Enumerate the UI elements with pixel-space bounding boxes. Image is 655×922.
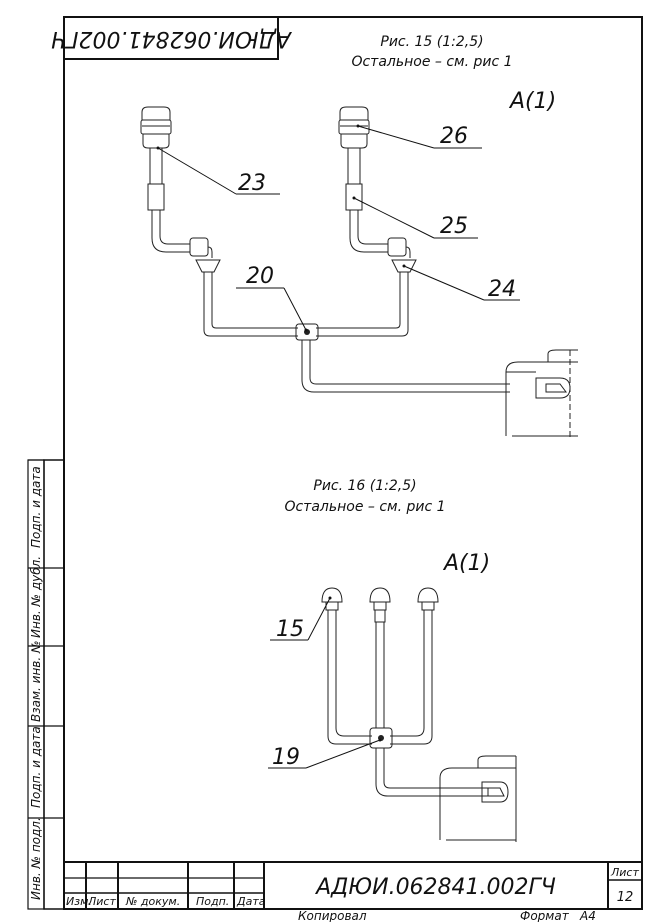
fig16-callouts: 15 19 — [268, 596, 382, 770]
fig15-reservoir — [505, 349, 578, 440]
callout-24: 24 — [488, 277, 516, 302]
format-label: Формат — [520, 909, 570, 922]
side-strip — [43, 459, 65, 910]
tb-header-izm: Изм. — [66, 895, 92, 908]
callout-15: 15 — [276, 617, 304, 642]
fig16-tee-fitting — [369, 727, 496, 797]
fig16-view-label: А(1) — [442, 551, 490, 576]
title-block — [64, 861, 642, 909]
fig16-title: Рис. 16 (1:2,5) — [313, 478, 416, 494]
callout-23: 23 — [238, 171, 266, 196]
copied-label: Копировал — [298, 909, 367, 922]
side-label-sign-date-2: Подп. и дата — [29, 726, 43, 808]
side-label-orig-inv: Инв. № подл. — [29, 817, 43, 900]
code-stamp-box — [63, 16, 279, 60]
fig15-right-nozzle — [316, 106, 417, 337]
drawing-frame — [63, 16, 643, 910]
sheet-label: Лист — [610, 866, 639, 879]
tb-header-sign: Подп. — [196, 895, 229, 908]
callout-19: 19 — [272, 745, 300, 770]
side-label-dup-inv: Инв. № дубл. — [29, 556, 43, 638]
callout-20: 20 — [246, 264, 274, 289]
side-label-replace-inv: Взам. инв. № — [29, 641, 43, 722]
fig16-reservoir — [439, 755, 517, 842]
sheet-number: 12 — [617, 890, 634, 905]
tb-header-list: Лист — [87, 895, 116, 908]
fig15-left-nozzle — [140, 106, 298, 337]
tb-header-date: Дата — [236, 895, 266, 908]
fig15-tee-fitting — [295, 323, 510, 393]
callout-26: 26 — [440, 124, 468, 149]
callout-25: 25 — [440, 214, 468, 239]
side-label-sign-date-1: Подп. и дата — [29, 466, 43, 548]
fig15-note: Остальное – см. рис 1 — [351, 54, 512, 70]
fig15-callouts: 23 26 25 20 24 — [156, 124, 520, 332]
document-designation: АДЮИ.062841.002ГЧ — [314, 875, 556, 900]
fig15-title: Рис. 15 (1:2,5) — [380, 34, 483, 50]
tb-header-doc: № докум. — [125, 895, 180, 908]
fig15-view-label: А(1) — [508, 89, 556, 114]
code-stamp-text: АДЮИ.062841.002ГЧ — [51, 26, 293, 51]
format-value: А4 — [579, 909, 596, 922]
fig16-note: Остальное – см. рис 1 — [284, 499, 445, 515]
fig16-nozzles — [321, 587, 439, 745]
